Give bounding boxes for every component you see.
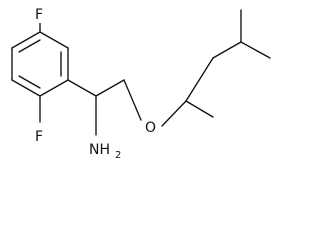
bonds: [11, 9, 271, 136]
amine-subscript: 2: [115, 150, 121, 161]
ring-bond-6: [11, 31, 41, 49]
fluorine-top-label: F: [35, 7, 43, 23]
fluorine-bottom-label: F: [35, 129, 43, 145]
isopropyl-right-methyl-bond: [240, 41, 271, 59]
ring-bond-3: [39, 79, 69, 97]
atom-labels: F F NH 2 O: [33, 5, 160, 161]
amine-label: NH: [89, 142, 110, 158]
ring-to-alpha-carbon-bond: [67, 79, 97, 97]
fluorine-bottom-label-background: [33, 126, 47, 144]
amine-label-background: [88, 138, 124, 160]
ch2-to-isopropyl-carbon-bond: [212, 41, 242, 59]
ring-bond-1: [39, 31, 69, 49]
alpha-carbon-to-methylene-bond: [95, 79, 125, 97]
secondary-carbon-to-ch2-bond: [185, 57, 214, 102]
oxygen-to-secondary-carbon-bond: [161, 100, 187, 127]
ether-oxygen-label: O: [145, 120, 156, 136]
ring-bond-4: [11, 79, 41, 97]
structure-canvas: F F NH 2 O: [11, 5, 271, 161]
ring-inner-bond-bottom-left: [18, 75, 41, 89]
secondary-carbon-methyl-bond: [185, 100, 214, 118]
ring-inner-bond-top-left: [18, 39, 41, 53]
oxygen-label-background: [142, 117, 160, 135]
methylene-to-oxygen-bond: [123, 79, 142, 121]
fluorine-top-label-background: [33, 5, 47, 23]
molecule-diagram: F F NH 2 O: [11, 5, 271, 161]
